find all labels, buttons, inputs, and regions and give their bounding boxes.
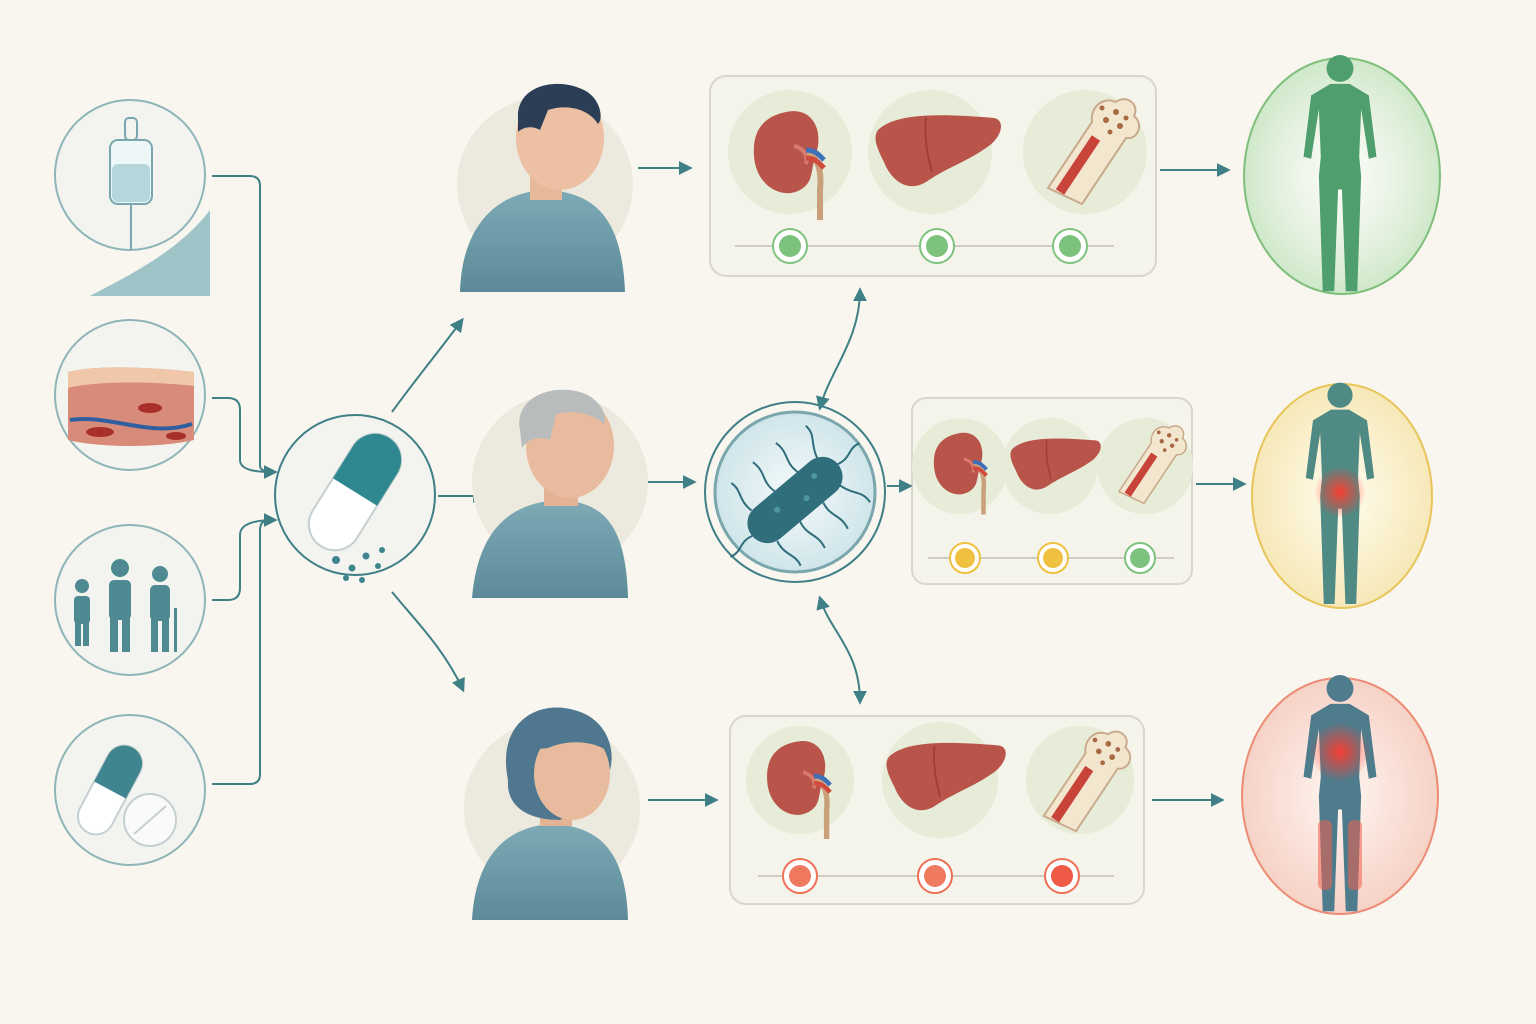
status-liver-severe bbox=[917, 858, 953, 894]
input-skin-tissue bbox=[54, 319, 206, 471]
organ-panel-bottom bbox=[729, 715, 1145, 905]
patient-young-man bbox=[457, 83, 633, 292]
organ-panel-middle bbox=[911, 397, 1193, 585]
patient-older-woman bbox=[464, 707, 640, 920]
input-age-groups bbox=[54, 524, 206, 676]
pills-icon bbox=[76, 744, 177, 847]
status-kidney-moderate bbox=[949, 542, 981, 574]
age-groups-icon bbox=[74, 559, 177, 652]
status-bone-normal bbox=[1052, 228, 1088, 264]
iv-bag-icon bbox=[109, 117, 153, 250]
microbe-arrows bbox=[816, 287, 913, 705]
drug-node bbox=[274, 414, 436, 583]
status-kidney-normal bbox=[772, 228, 808, 264]
young-man-icon bbox=[460, 83, 625, 292]
outcome-arrows bbox=[1152, 163, 1247, 807]
older-woman-icon bbox=[472, 707, 628, 920]
patient-arrows bbox=[638, 161, 719, 807]
status-kidney-severe bbox=[782, 858, 818, 894]
skin-tissue-icon bbox=[68, 367, 194, 446]
status-liver-normal bbox=[919, 228, 955, 264]
status-bone-normal bbox=[1124, 542, 1156, 574]
status-liver-moderate bbox=[1037, 542, 1069, 574]
bacterium-icon bbox=[729, 424, 871, 567]
patient-older-man bbox=[472, 389, 648, 598]
capsule-icon bbox=[307, 432, 403, 552]
organ-panel-top bbox=[709, 75, 1157, 277]
outcome-healthy bbox=[1243, 55, 1441, 295]
input-iv-bag bbox=[54, 99, 210, 296]
input-connectors bbox=[212, 175, 278, 785]
older-man-icon bbox=[472, 389, 628, 598]
outcome-severe bbox=[1241, 675, 1439, 915]
status-bone-severe bbox=[1044, 858, 1080, 894]
input-pills bbox=[54, 714, 206, 866]
outcome-moderate bbox=[1251, 382, 1433, 609]
microbe-node bbox=[704, 401, 886, 583]
